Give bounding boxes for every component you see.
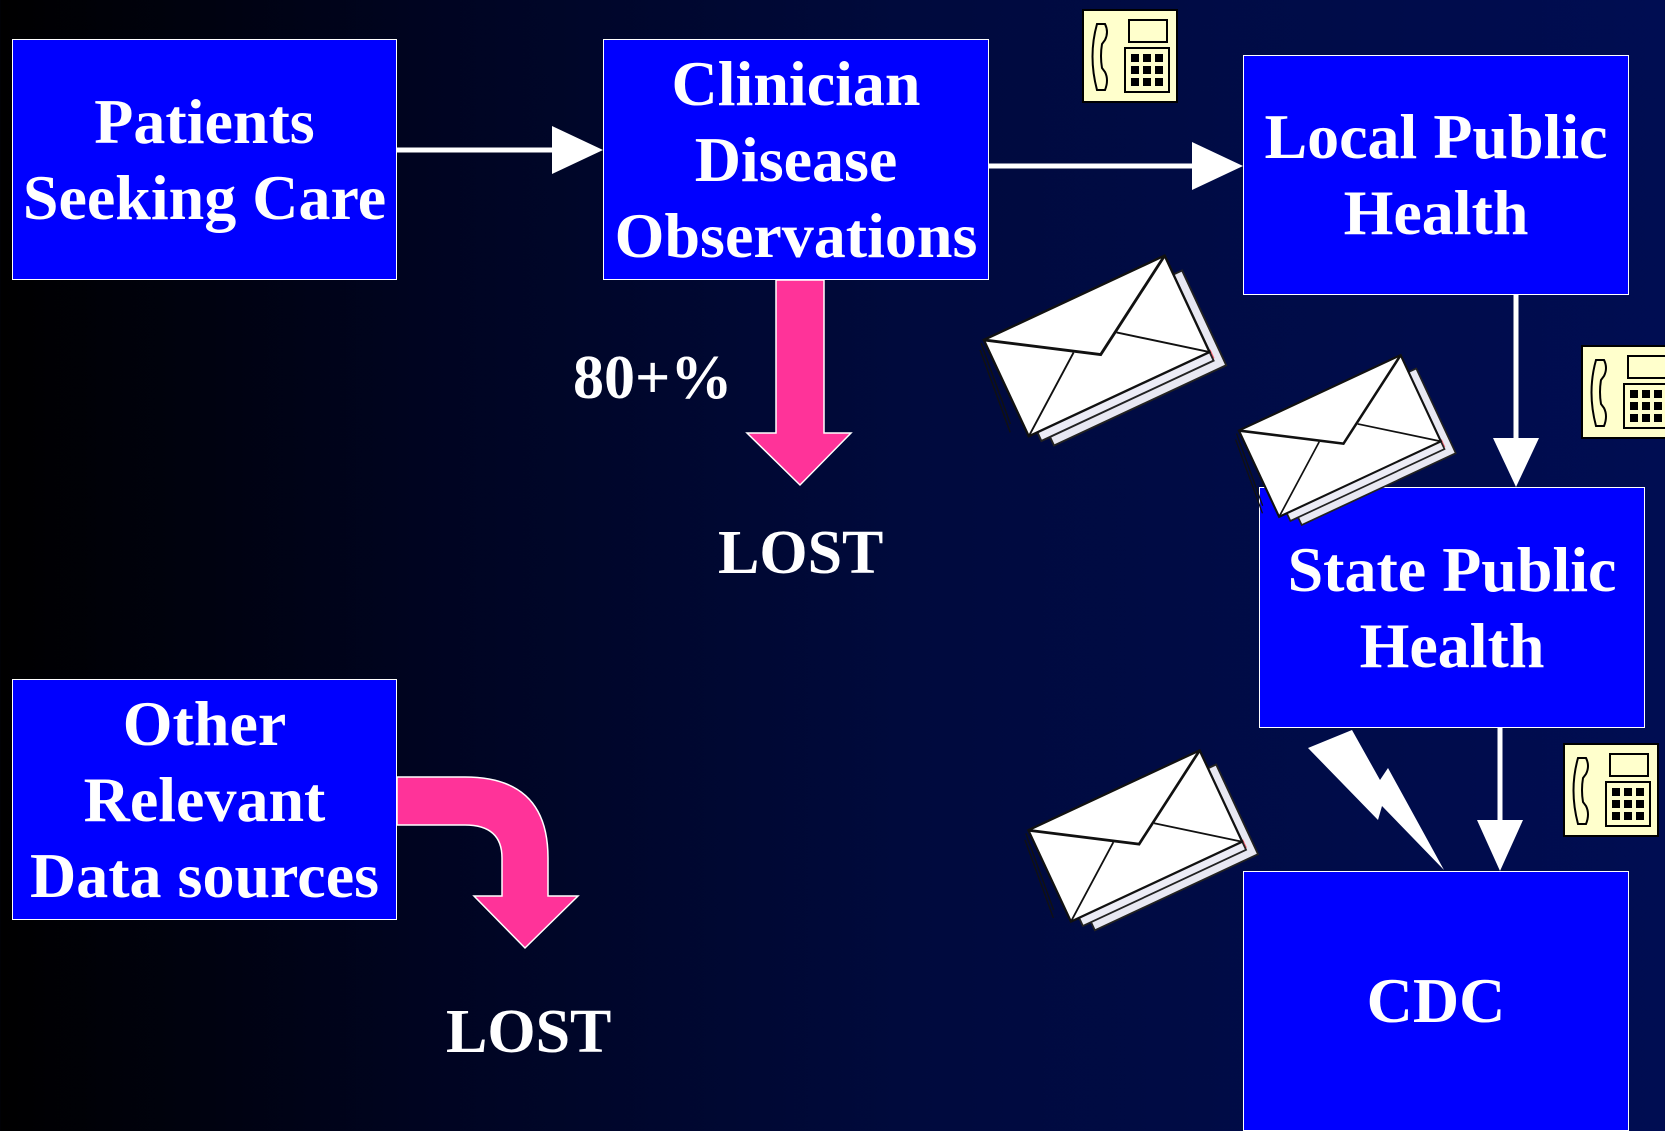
clinician-label: Clinician Disease Observations — [614, 47, 978, 271]
arrow-clinician-to-local — [989, 142, 1243, 190]
local-public-health-box: Local Public Health — [1243, 55, 1629, 295]
clinician-box: Clinician Disease Observations — [603, 39, 989, 280]
lost-label-clinician: LOST — [718, 519, 884, 587]
patients-label: Patients Seeking Care — [22, 85, 387, 233]
phone-icon — [1563, 743, 1659, 837]
patients-box: Patients Seeking Care — [12, 39, 397, 280]
arrow-patients-to-clinician — [397, 126, 603, 174]
lost-arrow-down — [745, 279, 853, 487]
percent-label: 80+% — [573, 344, 733, 412]
arrow-local-to-state — [1493, 295, 1539, 487]
lightning-bolt-icon — [1308, 730, 1444, 870]
envelope-stack-icon — [968, 250, 1228, 462]
envelope-stack-icon — [1225, 350, 1458, 540]
envelope-stack-icon — [1013, 745, 1260, 946]
state-public-health-box: State Public Health — [1259, 487, 1645, 728]
arrow-state-to-cdc — [1477, 728, 1523, 871]
phone-icon — [1581, 345, 1665, 439]
cdc-label: CDC — [1366, 965, 1506, 1036]
cdc-box: CDC — [1243, 871, 1629, 1131]
other-data-sources-box: Other Relevant Data sources — [12, 679, 397, 920]
lost-arrow-curved — [396, 776, 580, 950]
state-public-health-label: State Public Health — [1287, 533, 1617, 681]
lost-label-other: LOST — [446, 998, 612, 1066]
other-data-sources-label: Other Relevant Data sources — [30, 687, 379, 911]
local-public-health-label: Local Public Health — [1264, 101, 1608, 248]
phone-icon — [1082, 9, 1178, 103]
